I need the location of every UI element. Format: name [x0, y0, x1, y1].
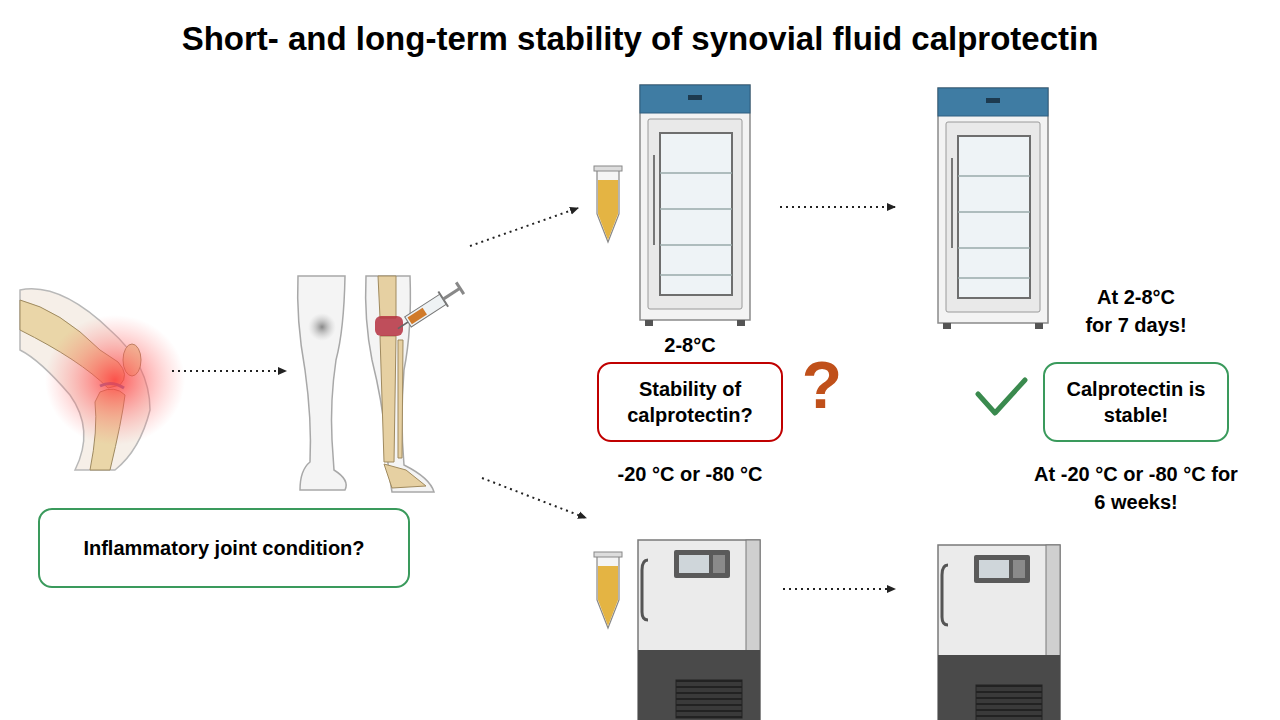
- text-box: Inflammatory joint condition?: [38, 508, 410, 588]
- legs-illustration: [298, 276, 465, 492]
- text-box: Stability of calprotectin?: [597, 362, 783, 442]
- title: Short- and long-term stability of synovi…: [0, 20, 1280, 58]
- fridge: [640, 85, 750, 326]
- knee-illustration: [20, 289, 185, 470]
- syringe: [393, 281, 465, 336]
- check-mark: [978, 380, 1025, 413]
- box-text: Inflammatory joint condition?: [83, 535, 364, 561]
- note-label: At -20 °C or -80 °C for 6 weeks!: [1033, 460, 1239, 516]
- note-label: At 2-8°C for 7 days!: [1082, 283, 1190, 339]
- sample-tube: [594, 166, 622, 242]
- box-text: Stability of calprotectin?: [619, 376, 761, 428]
- question-mark: ?: [787, 352, 857, 418]
- note-label: 2-8°C: [620, 331, 760, 359]
- freezer: [638, 540, 760, 720]
- box-text: Calprotectin is stable!: [1065, 376, 1207, 428]
- fridge: [938, 88, 1048, 329]
- text-box: Calprotectin is stable!: [1043, 362, 1229, 442]
- note-label: -20 °C or -80 °C: [580, 460, 800, 488]
- sample-tube: [594, 552, 622, 628]
- freezer: [938, 545, 1060, 720]
